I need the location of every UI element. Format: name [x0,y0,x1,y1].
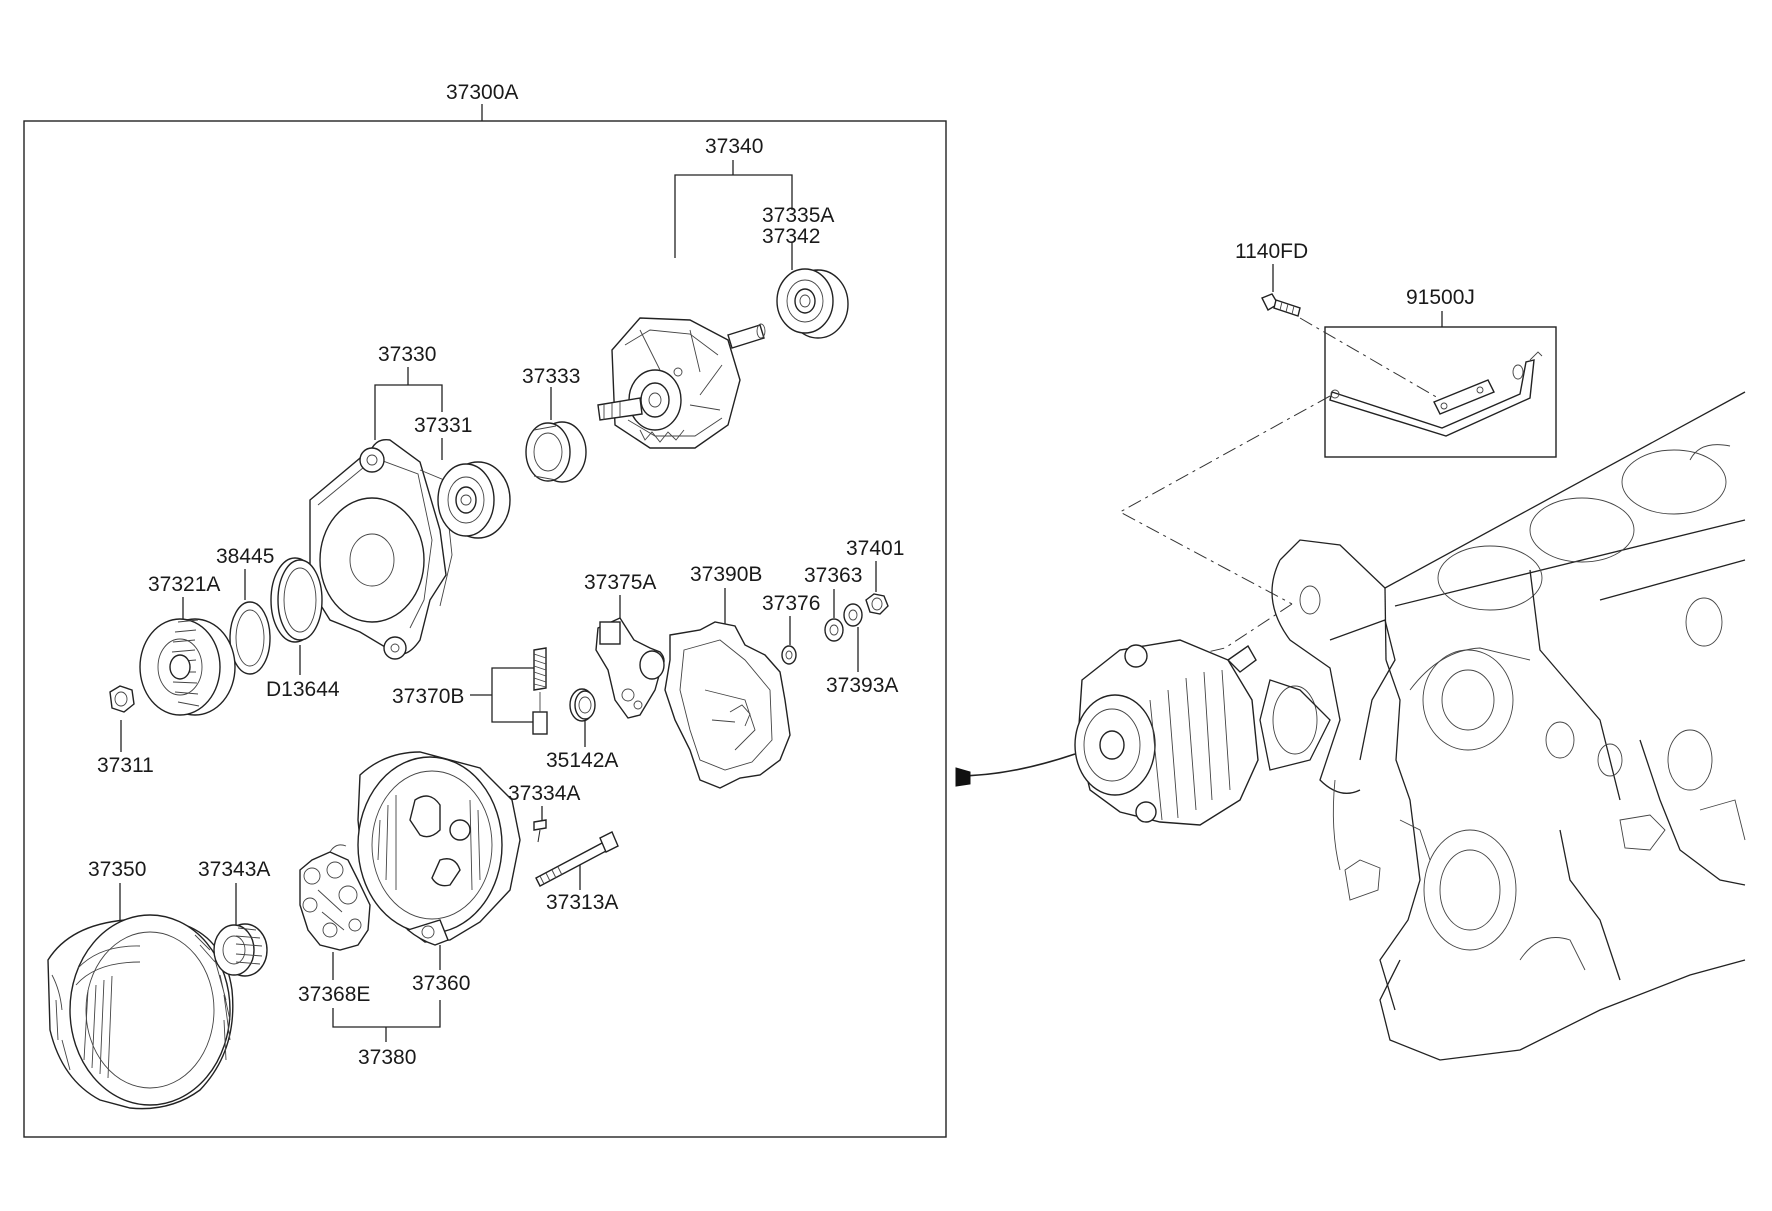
nut-37401-part[interactable] [843,593,889,627]
label-d13644[interactable]: D13644 [266,678,340,701]
screw-37334a-part[interactable] [533,819,547,843]
seal-d13644-part[interactable] [270,557,323,643]
label-37375a[interactable]: 37375A [584,571,656,594]
label-35142a[interactable]: 35142A [546,749,618,772]
harness-bracket-group: 91500J [1118,286,1557,665]
stator-group: 37350 [47,858,234,1110]
label-37363[interactable]: 37363 [804,564,862,587]
label-37330[interactable]: 37330 [378,343,436,366]
rear-bearing-group: 37343A [198,858,270,977]
pulley-37321a-part[interactable] [139,618,236,716]
bearing-37343a-part[interactable] [213,923,268,977]
terminal-nut-37363-part[interactable] [824,618,844,642]
brush-spring-part[interactable] [533,647,547,702]
washer-37376-part[interactable] [781,645,797,665]
label-37300a[interactable]: 37300A [446,81,518,104]
label-37360[interactable]: 37360 [412,972,470,995]
label-37335a[interactable]: 37335A [762,204,834,227]
installed-alternator[interactable] [1074,639,1259,826]
front-bracket-group: 37330 37331 [309,343,511,660]
brush-group: 37375A 37370B 35142A [392,571,665,772]
bolt-group: 37334A 37313A [508,782,619,914]
washer-38445-part[interactable] [229,601,271,675]
rear-cover-group: 37390B [664,563,791,789]
label-37350[interactable]: 37350 [88,858,146,881]
label-37368e[interactable]: 37368E [298,983,370,1006]
brush-holder-37375a-part[interactable] [595,617,665,719]
rear-cover-37390b-part[interactable] [664,621,791,789]
bushing-35142a-part[interactable] [569,688,596,722]
spacer-group: 37333 [522,365,587,483]
label-1140fd[interactable]: 1140FD [1235,240,1308,263]
rear-bracket-37360-part[interactable] [357,751,521,946]
through-bolt-37313a-part[interactable] [535,831,619,887]
label-37321a[interactable]: 37321A [148,573,220,596]
label-37311[interactable]: 37311 [97,754,154,777]
label-37340[interactable]: 37340 [705,135,763,158]
label-37370b[interactable]: 37370B [392,685,464,708]
label-37393a[interactable]: 37393A [826,674,898,697]
brush-part[interactable] [532,702,548,735]
harness-bracket-91500j-part[interactable] [1329,351,1543,437]
rectifier-group: 37368E 37380 [298,844,441,1069]
label-37376[interactable]: 37376 [762,592,820,615]
rotor-part[interactable] [597,317,766,449]
label-37380[interactable]: 37380 [358,1046,416,1069]
assembly-arrow [955,753,1076,787]
assembly-frame: 37300A [23,81,947,1138]
label-37342[interactable]: 37342 [762,225,820,248]
label-37343a[interactable]: 37343A [198,858,270,881]
small-hardware-group: 37376 37363 37401 37393A [762,537,904,697]
bearing-37335a-part[interactable] [776,268,849,339]
label-37390b[interactable]: 37390B [690,563,762,586]
label-91500j[interactable]: 91500J [1406,286,1475,309]
label-38445[interactable]: 38445 [216,545,274,568]
rotor-group: 37340 37335A 37342 [597,135,849,449]
label-37401[interactable]: 37401 [846,537,904,560]
label-37313a[interactable]: 37313A [546,891,618,914]
front-bracket-part[interactable] [309,438,453,660]
stator-37350-part[interactable] [47,914,234,1110]
bearing-37331-part[interactable] [437,461,511,539]
label-37331[interactable]: 37331 [414,414,472,437]
pulley-group: 38445 37321A D13644 37311 [97,545,340,777]
rectifier-37368e-part[interactable] [299,844,371,951]
engine-block [1259,391,1746,1061]
rear-bracket-group: 37360 [357,751,521,995]
bolt-1140fd-part[interactable] [1261,293,1301,317]
spacer-37333-part[interactable] [525,421,587,483]
bolt-1140fd-group: 1140FD [1235,240,1308,317]
nut-37311-part[interactable] [109,685,135,713]
label-37333[interactable]: 37333 [522,365,580,388]
label-37334a[interactable]: 37334A [508,782,580,805]
